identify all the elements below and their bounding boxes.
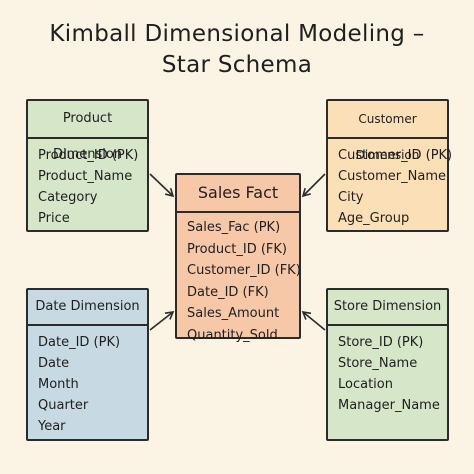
sales-fact-table: Sales Fact Sales_Fac (PK) Product_ID (FK… [175, 173, 301, 343]
date-dimension-table: Date Dimension Date_ID (PK) Date Month Q… [26, 288, 149, 441]
customer-dimension-header: Customer Dimension [328, 101, 447, 162]
field-row: Date_ID (PK) [38, 335, 121, 350]
sales-fact-fields: Sales_Fac (PK) Product_ID (FK) Customer_… [177, 213, 301, 346]
arrow-store-to-fact [301, 310, 326, 331]
field-row: Store_Name [338, 356, 418, 371]
field-row: Quarter [38, 398, 89, 413]
field-row: Customer_ID (FK) [187, 263, 301, 278]
diagram-title-line-1: Kimball Dimensional Modeling – [49, 21, 425, 47]
field-row: Location [338, 377, 393, 392]
customer-dimension-table: Customer Dimension Customer_ID (PK) Cust… [326, 99, 453, 232]
product-dimension-header: Product Dimension [28, 101, 147, 162]
field-row: City [338, 190, 364, 205]
store-dimension-table: Store Dimension Store_ID (PK) Store_Name… [326, 288, 449, 441]
product-dimension-fields: Product_ID (PK) Product_Name Category Pr… [28, 139, 147, 229]
field-row: Quantity_Sold [187, 327, 278, 343]
field-row: Customer_Name [338, 169, 446, 184]
field-row: Price [38, 211, 70, 226]
arrow-customer-to-fact [301, 173, 326, 198]
store-dimension-header: Store Dimension [328, 290, 447, 326]
field-row: Date [38, 356, 70, 371]
field-row: Age_Group [338, 211, 410, 226]
field-row: Product_ID (FK) [187, 241, 287, 257]
field-row: Year [38, 419, 66, 434]
product-dimension-table: Product Dimension Product_ID (PK) Produc… [26, 99, 149, 232]
date-dimension-fields: Date_ID (PK) Date Month Quarter Year [28, 326, 147, 437]
field-row: Month [38, 377, 79, 392]
arrow-product-to-fact [149, 173, 175, 198]
field-row: Sales_Amount [187, 306, 280, 321]
field-row: Product_ID (PK) [38, 148, 139, 163]
field-row: Category [38, 190, 98, 205]
customer-dimension-fields: Customer_ID (PK) Customer_Name City Age_… [328, 139, 453, 229]
field-row: Date_ID (FK) [187, 284, 269, 300]
field-row: Manager_Name [338, 398, 440, 413]
store-dimension-fields: Store_ID (PK) Store_Name Location Manage… [328, 326, 447, 416]
date-dimension-header: Date Dimension [28, 290, 147, 326]
field-row: Sales_Fac (PK) [187, 220, 281, 235]
field-row: Product_Name [38, 169, 133, 184]
field-row: Store_ID (PK) [338, 335, 424, 350]
field-row: Customer_ID (PK) [338, 148, 453, 163]
sales-fact-header: Sales Fact [177, 175, 299, 213]
arrow-date-to-fact [149, 311, 175, 331]
diagram-title-line-2: Star Schema [161, 52, 313, 78]
